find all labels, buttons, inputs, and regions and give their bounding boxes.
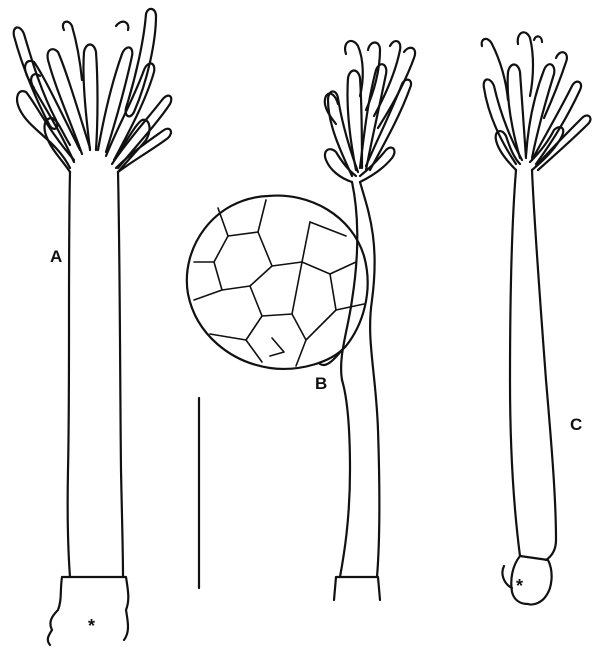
basal-cell-b bbox=[334, 577, 380, 600]
branch-cluster-b bbox=[325, 41, 415, 182]
structure-c bbox=[482, 32, 591, 604]
stalk-b-right bbox=[360, 182, 379, 577]
stalk-c-right bbox=[532, 170, 556, 560]
cellular-body-b bbox=[187, 196, 368, 369]
branch-cluster-a bbox=[14, 9, 172, 172]
label-a: A bbox=[50, 247, 62, 266]
stalk-b-left bbox=[341, 182, 357, 380]
branch-cluster-c bbox=[482, 32, 591, 170]
label-b: B bbox=[315, 374, 327, 393]
stalk-c bbox=[510, 170, 520, 556]
stalk-a bbox=[68, 172, 70, 577]
asterisk-c: * bbox=[516, 576, 523, 596]
stalk-b bbox=[340, 380, 350, 577]
asterisk-a: * bbox=[88, 616, 95, 636]
structure-b bbox=[187, 41, 415, 600]
basal-cell-c bbox=[502, 556, 551, 605]
label-c: C bbox=[570, 415, 582, 434]
stalk-a-right bbox=[118, 172, 123, 577]
structure-a bbox=[14, 9, 172, 645]
